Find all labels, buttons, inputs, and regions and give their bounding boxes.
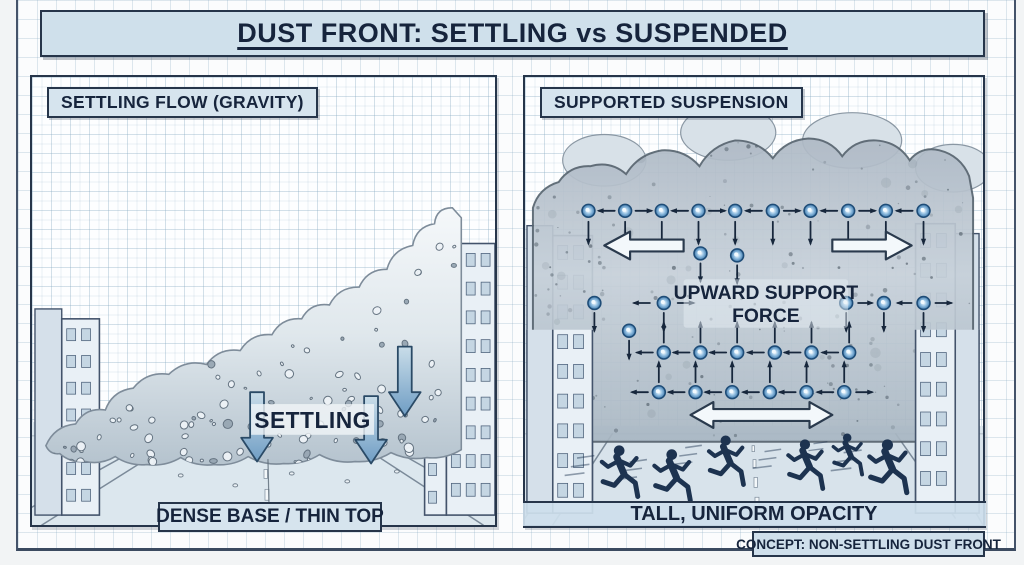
settling-panel: SETTLING FLOW (GRAVITY) SETTLING DENSE B… [30, 75, 497, 532]
concept-caption: CONCEPT: NON-SETTLING DUST FRONT [736, 531, 1001, 557]
force-label-line1: UPWARD SUPPORT [674, 283, 859, 304]
suspension-panel-header: SUPPORTED SUSPENSION [540, 87, 803, 118]
force-label-line2: FORCE [732, 306, 800, 327]
settling-panel-footer: DENSE BASE / THIN TOP [156, 502, 384, 532]
suspension-panel: SUPPORTED SUSPENSION UPWARD SUPPORT FORC… [522, 75, 986, 528]
settling-label: SETTLING [254, 407, 371, 433]
suspension-scene-illustration: UPWARD SUPPORT FORCE [525, 104, 983, 525]
settling-label-backdrop [251, 404, 375, 435]
settling-scene-decor [32, 207, 495, 525]
suspension-panel-footer: TALL, UNIFORM OPACITY [522, 501, 986, 528]
settling-scene-illustration: SETTLING [32, 207, 495, 525]
title-banner: DUST FRONT: SETTLING vs SUSPENDED [40, 10, 985, 57]
force-label-backdrop [683, 279, 849, 328]
page-title: DUST FRONT: SETTLING vs SUSPENDED [237, 18, 788, 48]
settling-panel-header: SETTLING FLOW (GRAVITY) [47, 87, 318, 118]
